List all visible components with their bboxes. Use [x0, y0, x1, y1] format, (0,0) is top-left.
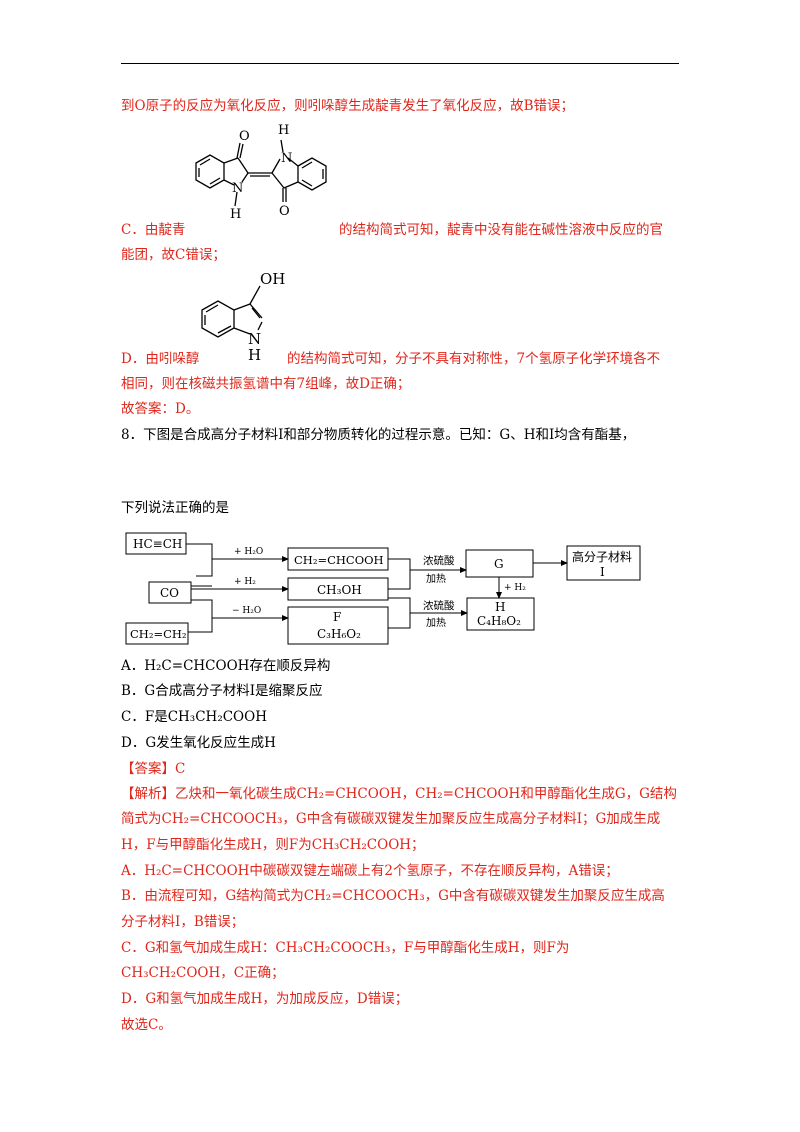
- flow-acrylic: CH₂=CHCOOH: [294, 553, 384, 567]
- indigo-n-right: N: [281, 151, 292, 166]
- box-f: [287, 606, 389, 645]
- flow-minus-h2o: − H₂O: [232, 606, 261, 616]
- flow-ethene: CH₂=CH₂: [130, 627, 187, 641]
- box-ethene: [125, 622, 189, 645]
- synthesis-flow-diagram: HC≡CH CO CH₂=CH₂ + H₂O + H₂ − H₂O CH₂=CH…: [125, 532, 641, 645]
- analysis-line: A．H₂C=CHCOOH中碳碳双键左端碳上有2个氢原子，不存在顺反异构，A错误；: [121, 863, 619, 879]
- analysis-line: 故选C。: [121, 1017, 172, 1033]
- option-c-prefix: C．由靛青: [121, 222, 186, 238]
- option-d-suffix: 的结构简式可知，分子不具有对称性，7个氢原子化学环境各不: [287, 351, 661, 367]
- option-a: A．H₂C=CHCOOH存在顺反异构: [121, 658, 331, 674]
- flow-acetylene: HC≡CH: [133, 537, 182, 551]
- flow-g: G: [494, 557, 504, 571]
- indoxyl-structure: OH N H: [201, 270, 285, 364]
- answer: 【答案】C: [121, 761, 186, 777]
- flow-heat-2: 加热: [426, 616, 446, 629]
- flow-f: F: [333, 610, 341, 624]
- analysis-line: CH₃CH₂COOH，C正确；: [121, 965, 285, 981]
- option-b: B．G合成高分子材料I是缩聚反应: [121, 683, 323, 699]
- indoxyl-oh: OH: [260, 270, 285, 288]
- flow-h: H: [495, 600, 505, 614]
- flow-heat-1: 加热: [426, 572, 446, 585]
- flow-h-formula: C₄H₈O₂: [477, 614, 521, 628]
- flow-methanol: CH₃OH: [317, 583, 362, 597]
- flow-h2so4-2: 浓硫酸: [423, 599, 455, 612]
- option-c: C．F是CH₃CH₂COOH: [121, 709, 267, 725]
- flow-polymer-2: I: [600, 565, 605, 579]
- flow-plus-h2o: + H₂O: [234, 547, 263, 557]
- indoxyl-n: N: [248, 330, 261, 348]
- indigo-h-right: H: [278, 123, 289, 138]
- flow-f-formula: C₃H₆O₂: [317, 627, 361, 641]
- question-8-prompt: 下列说法正确的是: [121, 500, 229, 516]
- option-d-prefix: D．由吲哚醇: [121, 351, 200, 367]
- box-co: [148, 581, 192, 604]
- flow-co: CO: [160, 586, 179, 600]
- option-d: D．G发生氧化反应生成H: [121, 735, 276, 751]
- indoxyl-h: H: [248, 346, 261, 364]
- analysis-line: 分子材料I，B错误；: [121, 914, 245, 930]
- flow-h2so4-1: 浓硫酸: [423, 554, 455, 567]
- indigo-structure: O N H H N O: [195, 123, 327, 222]
- analysis-line: 简式为CH₂=CHCOOCH₃，G中含有碳碳双键发生加聚反应生成高分子材料I；G…: [121, 811, 661, 827]
- analysis-line: H，F与甲醇酯化生成H，则F为CH₃CH₂COOH；: [121, 837, 425, 853]
- indigo-o-top: O: [239, 129, 250, 144]
- flow-g-to-h: + H₂: [504, 583, 526, 593]
- indigo-o-bottom: O: [279, 204, 290, 219]
- indigo-h-left: H: [230, 207, 241, 222]
- analysis-line: D．G和氢气加成生成H，为加成反应，D错误；: [121, 991, 409, 1007]
- flow-plus-h2: + H₂: [234, 577, 256, 587]
- option-c-suffix: 的结构简式可知，靛青中没有能在碱性溶液中反应的官: [339, 222, 663, 238]
- text-line: 相同，则在核磁共振氢谱中有7组峰，故D正确；: [121, 376, 411, 392]
- analysis-line: C．G和氢气加成生成H：CH₃CH₂COOCH₃，F与甲醇酯化生成H，则F为: [121, 940, 570, 956]
- text-line: 故答案：D。: [121, 401, 200, 417]
- indigo-n-left: N: [232, 181, 243, 196]
- analysis-line: 【解析】乙炔和一氧化碳生成CH₂=CHCOOH，CH₂=CHCOOH和甲醇酯化生…: [121, 786, 677, 802]
- question-8: 8．下图是合成高分子材料Ⅰ和部分物质转化的过程示意。已知：G、H和I均含有酯基，: [121, 427, 636, 443]
- text-line: 到O原子的反应为氧化反应，则吲哚醇生成靛青发生了氧化反应，故B错误；: [121, 98, 574, 114]
- analysis-line: B．由流程可知，G结构简式为CH₂=CHCOOCH₃，G中含有碳碳双键发生加聚反…: [121, 888, 665, 904]
- text-line: 能团，故C错误；: [121, 247, 226, 263]
- flow-polymer-1: 高分子材料: [572, 549, 632, 564]
- header-rule: [121, 63, 679, 64]
